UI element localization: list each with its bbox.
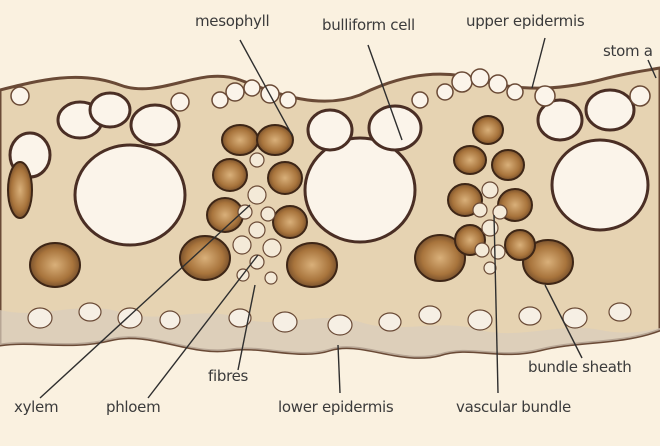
label-upper-epidermis: upper epidermis [466,12,584,30]
leader-upper-epidermis [532,38,545,88]
label-bulliform-cell: bulliform cell [322,16,415,34]
label-bundle-sheath: bundle sheath [528,358,631,376]
label-vascular-bundle: vascular bundle [456,398,571,416]
label-mesophyll: mesophyll [195,12,269,30]
label-lower-epidermis: lower epidermis [278,398,393,416]
label-stoma: stom a [603,42,653,60]
label-fibres: fibres [208,367,248,385]
label-xylem: xylem [14,398,58,416]
leader-lower-epidermis [338,345,340,393]
label-phloem: phloem [106,398,160,416]
